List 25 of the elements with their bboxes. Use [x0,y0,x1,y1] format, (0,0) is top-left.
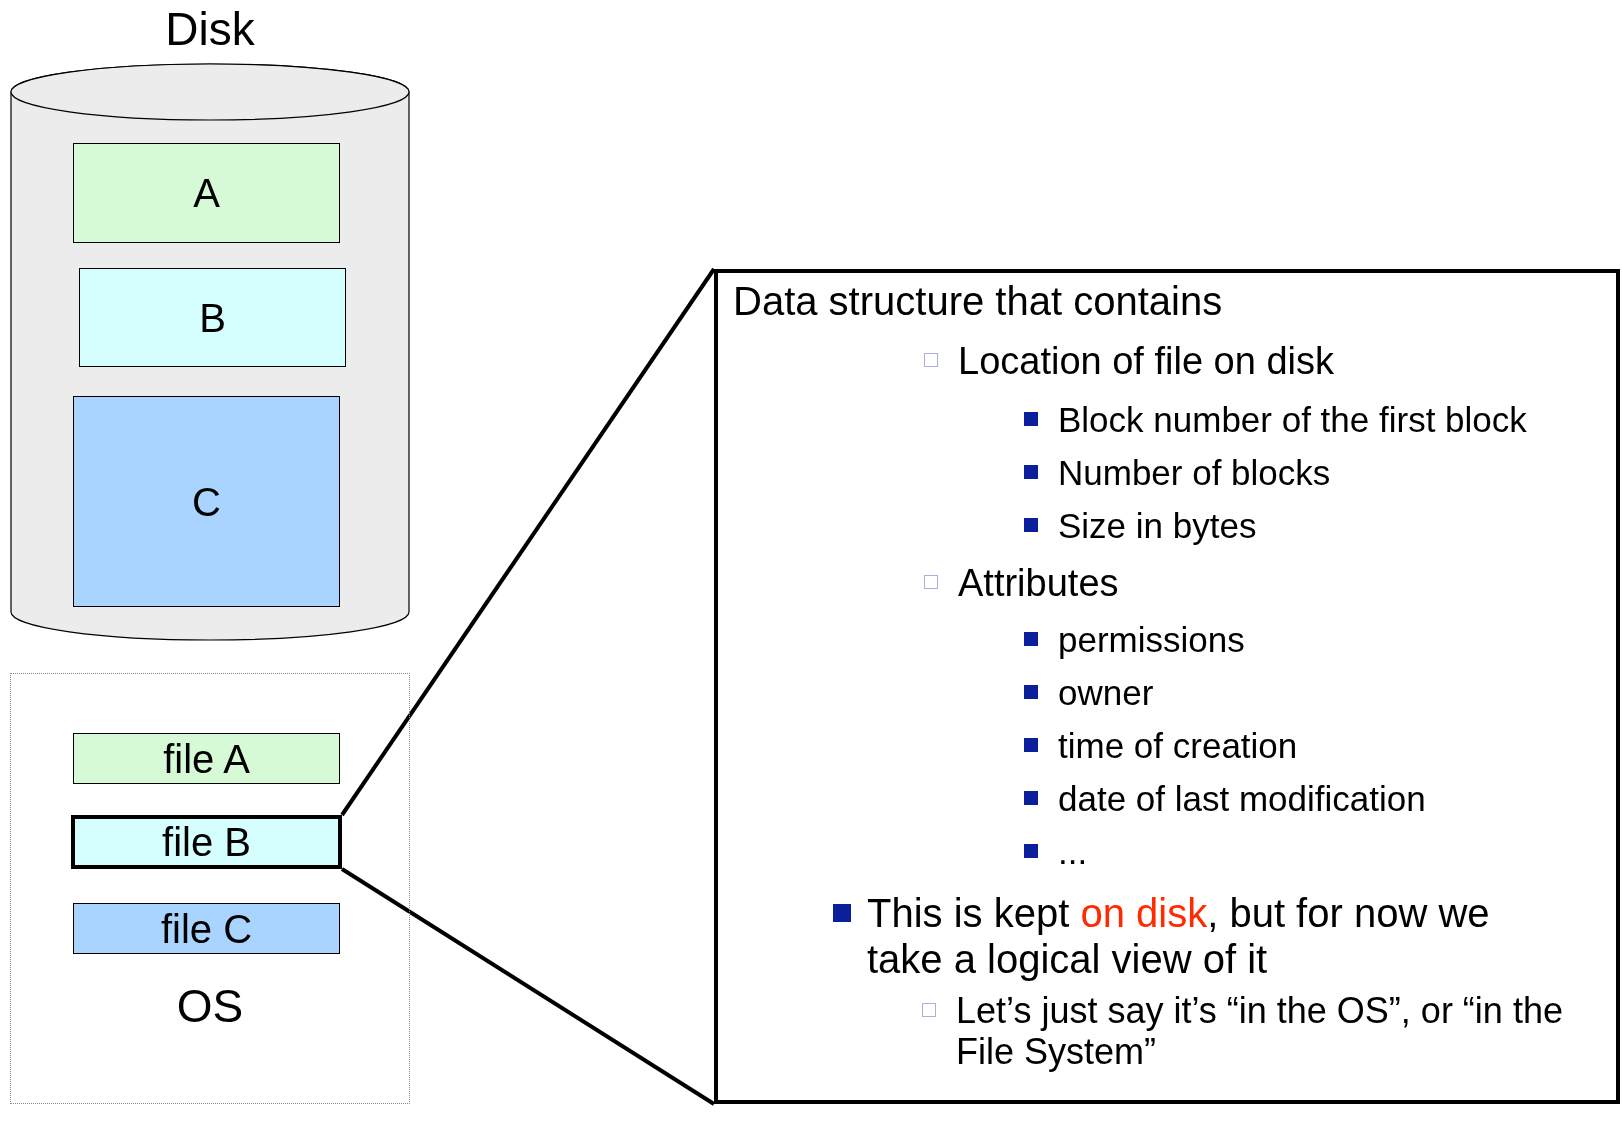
list-item-text: Block number of the first block [1058,400,1527,441]
storage-block: A [73,143,340,243]
list-item-text: Let’s just say it’s “in the OS”, or “in the File System” [956,990,1564,1073]
list-item-text: date of last modification [1058,779,1426,820]
zoom-line [340,867,716,1106]
file-entry: file C [73,903,340,954]
callout-box [714,269,1620,1104]
list-item-text: owner [1058,673,1154,714]
list-item-text: Attributes [958,562,1119,606]
os-region [10,673,410,1104]
list-item-text: Location of file on disk [958,340,1334,384]
region-label: OS [175,979,245,1033]
list-item-text: Size in bytes [1058,506,1257,547]
file-entry: file A [73,733,340,784]
list-item-text: permissions [1058,620,1245,661]
zoom-line [340,267,716,817]
storage-block: C [73,396,340,607]
list-item-text: ... [1058,832,1088,873]
title-text: Disk [164,2,256,56]
list-item-text: Number of blocks [1058,453,1331,494]
storage-block: B [79,268,346,367]
file-entry: file B [71,815,342,869]
list-item-text: This is kept on disk, but for now we take a logical view of it [867,890,1491,982]
heading-text: Data structure that contains [733,278,1223,324]
list-item-text: time of creation [1058,726,1298,767]
